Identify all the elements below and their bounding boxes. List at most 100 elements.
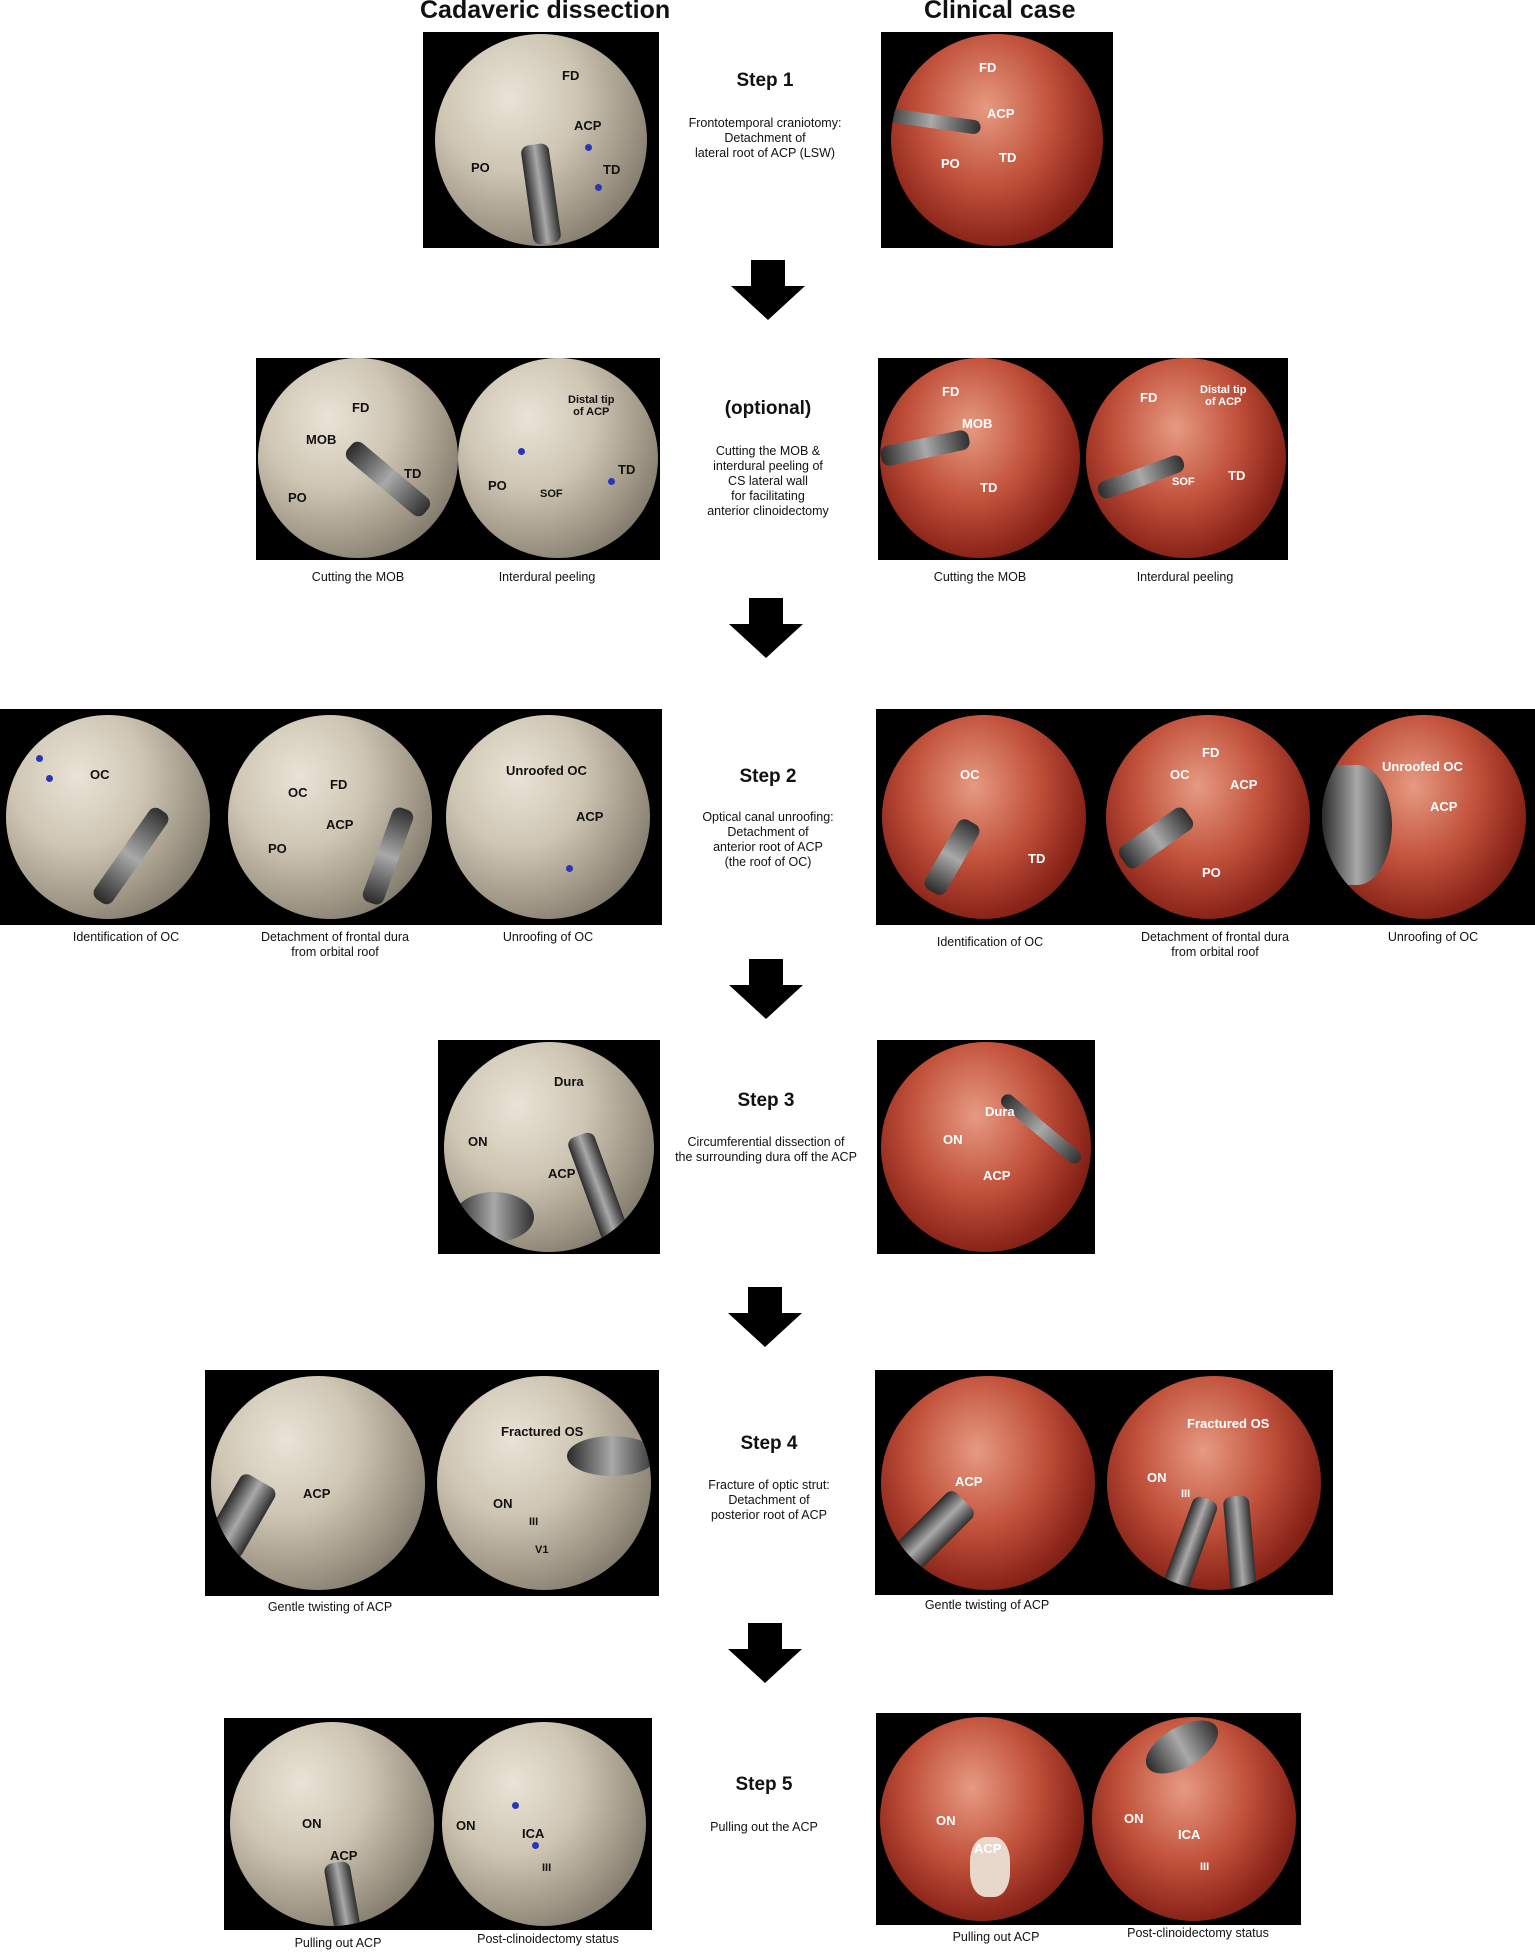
label-td: TD <box>999 150 1017 165</box>
label-on: ON <box>493 1496 513 1511</box>
endoscopic-view: ACP <box>881 1376 1095 1590</box>
step5-desc: Pulling out the ACP <box>710 1820 818 1834</box>
optional-clinical-image: FD MOB TD FD Distal tip of ACP SOF TD <box>878 358 1288 560</box>
instrument <box>566 1130 630 1244</box>
step2-cadaveric-image: OC OC FD ACP PO Unroofed OC ACP <box>0 709 662 925</box>
endoscopic-view: ON ACP <box>230 1722 434 1926</box>
bone-fragment <box>970 1837 1010 1897</box>
caption-gentle-twisting: Gentle twisting of ACP <box>267 1600 393 1614</box>
instrument <box>881 1487 978 1585</box>
instrument <box>998 1091 1084 1167</box>
step5-title: Step 5 <box>735 1774 793 1795</box>
label-acp: ACP <box>1230 777 1258 792</box>
caption-unroofing-oc-clinical: Unroofing of OC <box>1387 930 1479 944</box>
step3-desc: Circumferential dissection of the surrou… <box>675 1135 857 1164</box>
caption-unroofing-oc: Unroofing of OC <box>502 930 594 944</box>
step5-cadaveric-image: ON ACP ON ICA III <box>224 1718 652 1930</box>
label-acp: ACP <box>576 809 604 824</box>
instrument <box>567 1436 651 1476</box>
label-fd: FD <box>942 384 960 399</box>
label-oc: OC <box>1170 767 1190 782</box>
label-dura: Dura <box>554 1074 584 1089</box>
endoscopic-view: FD MOB TD PO <box>258 358 458 558</box>
endoscopic-view: ACP <box>211 1376 425 1590</box>
optional-desc: Cutting the MOB & interdural peeling of … <box>707 444 829 518</box>
down-arrow-icon <box>728 1287 802 1347</box>
step2-desc: Optical canal unroofing: Detachment of a… <box>702 810 834 869</box>
caption-detachment-frontal: Detachment of frontal dura from orbital … <box>261 930 409 959</box>
label-po: PO <box>941 156 960 171</box>
label-acp: ACP <box>974 1841 1002 1856</box>
endoscopic-view: OC TD <box>882 715 1086 919</box>
endoscopic-view: ON ICA III <box>442 1722 646 1926</box>
label-on: ON <box>302 1816 322 1831</box>
step3-clinical-image: Dura ON ACP <box>877 1040 1095 1254</box>
step4-title: Step 4 <box>740 1433 798 1454</box>
step4-desc: Fracture of optic strut: Detachment of p… <box>708 1478 830 1522</box>
step1-desc: Frontotemporal craniotomy: Detachment of… <box>688 116 842 160</box>
step1-cadaveric-image: FD ACP PO TD <box>423 32 659 248</box>
endoscopic-view: FD Distal tip of ACP SOF TD <box>1086 358 1286 558</box>
label-acp: ACP <box>1430 799 1458 814</box>
caption-pulling-out: Pulling out ACP <box>294 1936 382 1950</box>
caption-identification-oc-clinical: Identification of OC <box>936 935 1044 949</box>
caption-post-clinoidectomy-clinical: Post-clinoidectomy status <box>1127 1926 1269 1940</box>
instrument <box>1222 1495 1258 1590</box>
label-iii: III <box>529 1516 539 1528</box>
optional-title: (optional) <box>724 398 812 419</box>
down-arrow-icon <box>728 1623 802 1683</box>
label-fd: FD <box>352 400 370 415</box>
label-oc: OC <box>288 785 308 800</box>
label-oc: OC <box>960 767 980 782</box>
label-acp: ACP <box>574 118 602 133</box>
label-iii: III <box>1181 1488 1191 1500</box>
label-iii: III <box>542 1862 552 1874</box>
instrument <box>520 142 562 246</box>
label-on: ON <box>936 1813 956 1828</box>
step2-title: Step 2 <box>739 766 797 787</box>
caption-gentle-twisting-clinical: Gentle twisting of ACP <box>924 1598 1050 1612</box>
label-sof: SOF <box>540 488 563 500</box>
instrument <box>1137 1717 1227 1785</box>
label-td: TD <box>980 480 998 495</box>
step1-clinical-image: FD ACP PO TD <box>881 32 1113 248</box>
instrument <box>211 1471 279 1561</box>
optional-cadaveric-image: FD MOB TD PO Distal tip of ACP PO SOF TD <box>256 358 660 560</box>
caption-pulling-out-clinical: Pulling out ACP <box>952 1930 1040 1944</box>
endoscopic-view: FD OC ACP PO <box>1106 715 1310 919</box>
label-acp: ACP <box>548 1166 576 1181</box>
instrument <box>1322 765 1392 885</box>
endoscopic-view: Unroofed OC ACP <box>1322 715 1526 919</box>
label-v1: V1 <box>535 1544 549 1556</box>
label-unroofed-oc: Unroofed OC <box>506 763 587 778</box>
label-distal-tip: Distal tip of ACP <box>568 394 615 418</box>
step3-cadaveric-image: Dura ON ACP <box>438 1040 660 1254</box>
label-acp: ACP <box>987 106 1015 121</box>
label-iii: III <box>1200 1861 1210 1873</box>
instrument <box>90 804 172 908</box>
endoscopic-view: Dura ON ACP <box>881 1042 1091 1252</box>
header-cadaveric: Cadaveric dissection <box>420 0 671 24</box>
instrument <box>880 428 972 468</box>
caption-interdural-peeling-clinical: Interdural peeling <box>1136 570 1234 584</box>
caption-detachment-frontal-clinical: Detachment of frontal dura from orbital … <box>1141 930 1289 959</box>
label-sof: SOF <box>1172 476 1195 488</box>
down-arrow-icon <box>731 260 805 320</box>
endoscopic-view: ON ACP <box>880 1717 1084 1921</box>
instrument <box>454 1192 534 1242</box>
down-arrow-icon <box>729 598 803 658</box>
label-acp: ACP <box>330 1848 358 1863</box>
caption-interdural-peeling: Interdural peeling <box>498 570 596 584</box>
label-mob: MOB <box>962 416 993 431</box>
label-po: PO <box>471 160 490 175</box>
endoscopic-view: FD ACP PO TD <box>435 34 647 246</box>
label-on: ON <box>1124 1811 1144 1826</box>
label-ica: ICA <box>1178 1827 1201 1842</box>
label-mob: MOB <box>306 432 337 447</box>
endoscopic-view: Dura ON ACP <box>444 1042 654 1252</box>
label-fd: FD <box>979 60 997 75</box>
endoscopic-view: Fractured OS ON III <box>1107 1376 1321 1590</box>
label-unroofed-oc: Unroofed OC <box>1382 759 1463 774</box>
label-acp: ACP <box>303 1486 331 1501</box>
endoscopic-view: OC <box>6 715 210 919</box>
